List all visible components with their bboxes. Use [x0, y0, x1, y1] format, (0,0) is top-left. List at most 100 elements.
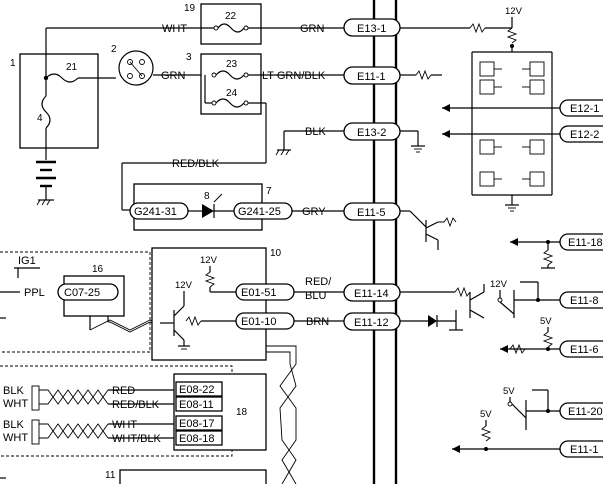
component-3-box [200, 53, 262, 115]
wire-label-ig1: IG1 [18, 255, 36, 267]
transistor-emitter [425, 233, 439, 241]
transistor-emitter [469, 309, 485, 319]
arrow-symbol [442, 104, 450, 112]
component-3-label: 3 [186, 52, 192, 63]
connector-e12-a [559, 99, 603, 117]
fuse-23-symbol [215, 70, 245, 80]
switch-contact [139, 59, 145, 65]
wire-label-ppl: PPL [24, 287, 45, 299]
transistor-emitter [173, 329, 185, 341]
resistor-symbol [542, 331, 554, 348]
connector-label-e08-22: E08-22 [179, 384, 214, 396]
wire-break-symbol [469, 22, 486, 34]
resistor-symbol [509, 343, 526, 355]
component-23-label: 23 [226, 59, 238, 70]
resistor-symbol [415, 69, 432, 81]
wire-label-blk-b: BLK [3, 419, 24, 431]
component-1-box [19, 53, 99, 149]
connector-c07-25 [57, 283, 119, 301]
connector-label-e11-8: E11-8 [570, 295, 599, 307]
switch-blade [129, 61, 143, 77]
transistor-collector [173, 305, 185, 317]
connector-label-e11-18: E11-18 [568, 237, 603, 249]
connector-e12-b [559, 125, 603, 143]
terminal [507, 401, 513, 407]
fuse-21-symbol [45, 73, 79, 83]
twisted-pair [39, 389, 109, 405]
terminal [497, 297, 503, 303]
wire-label-blu: BLU [305, 290, 326, 302]
connector-label-e11-12: E11-12 [354, 317, 389, 329]
fuse-22-symbol [217, 23, 245, 33]
twisted-pair [266, 351, 297, 484]
connector-bracket [31, 385, 40, 411]
light-ray [213, 193, 223, 203]
component-21-label: 21 [66, 62, 78, 73]
connector-label-e11-1: E11-1 [357, 71, 386, 83]
wire-label-grn-top: GRN [300, 23, 325, 35]
connector-label-e11-20: E11-20 [568, 406, 603, 418]
fuse-4-symbol [41, 95, 51, 129]
voltage-label-5v-b: 5V [503, 386, 515, 397]
component-4-label: 4 [37, 113, 43, 124]
arrow-symbol [452, 445, 460, 453]
wire-label-wht-blk-c: WHT/BLK [112, 433, 162, 445]
component-11-label: 11 [105, 470, 116, 481]
ground-hatch [275, 149, 280, 156]
component-1-label: 1 [10, 58, 16, 69]
connector-label-e11-5: E11-5 [357, 207, 386, 219]
twisted-pair [89, 319, 161, 333]
fuse-24-symbol [215, 98, 245, 108]
arrow-symbol [442, 130, 450, 138]
connector-label-e11-14: E11-14 [354, 288, 389, 300]
ignition-switch-2 [118, 50, 154, 86]
connector-label-e08-17: E08-17 [179, 418, 214, 430]
switch-contact [127, 73, 133, 79]
wire-label-red-blk-a: RED/BLK [112, 399, 160, 411]
resistor-symbol [438, 217, 457, 228]
wire-label-blk-a: BLK [3, 385, 24, 397]
component-8-label: 8 [204, 191, 210, 202]
wire-label-lt-grn-blk: LT GRN/BLK [262, 70, 326, 82]
connector-label-e11-1b: E11-1 [570, 444, 599, 456]
voltage-label-5v-c: 5V [480, 409, 492, 420]
connector-label-e13-2: E13-2 [357, 127, 386, 139]
resistor-symbol [185, 315, 202, 327]
wire-label-red-a: RED [112, 385, 135, 397]
component-22-label: 22 [225, 11, 237, 22]
wire-label-grn: GRN [161, 70, 186, 82]
wire-label-blk: BLK [305, 126, 326, 138]
component-10-label: 10 [270, 248, 282, 259]
fet-array [479, 61, 545, 187]
component-24-label: 24 [226, 88, 238, 99]
wire-label-wht-a: WHT [3, 398, 28, 410]
transistor-collector [469, 291, 485, 301]
wire-label-brn: BRN [306, 316, 329, 328]
switch-contact [139, 73, 145, 79]
ground-hatch [285, 149, 290, 156]
voltage-label-12v-10: 12V [200, 255, 218, 266]
ground-hatch [46, 199, 51, 206]
connector-label-g241-25: G241-25 [238, 206, 281, 218]
led-symbol [202, 204, 214, 218]
component-19-box [200, 3, 262, 45]
resistor-symbol [542, 249, 554, 266]
arrow-symbol [510, 238, 518, 246]
transistor-collector [425, 221, 439, 229]
connector-label-e08-18: E08-18 [179, 433, 214, 445]
wire-label-gry: GRY [302, 206, 326, 218]
resistor-symbol [480, 425, 492, 442]
wire-label-wht: WHT [162, 23, 187, 35]
wire-label-wht-b: WHT [3, 432, 28, 444]
junction-dot [546, 409, 550, 413]
voltage-label-5v-a: 5V [540, 316, 552, 327]
connector-label-e08-11: E08-11 [179, 399, 214, 411]
wire-label-red-blk: RED/BLK [172, 158, 220, 170]
connector-e08-18 [175, 430, 223, 446]
wire [409, 210, 427, 228]
connector-label-e12-a: E12-1 [570, 103, 599, 115]
component-7-label: 7 [266, 186, 272, 197]
junction-dot [546, 347, 550, 351]
switch-contact [127, 59, 133, 65]
